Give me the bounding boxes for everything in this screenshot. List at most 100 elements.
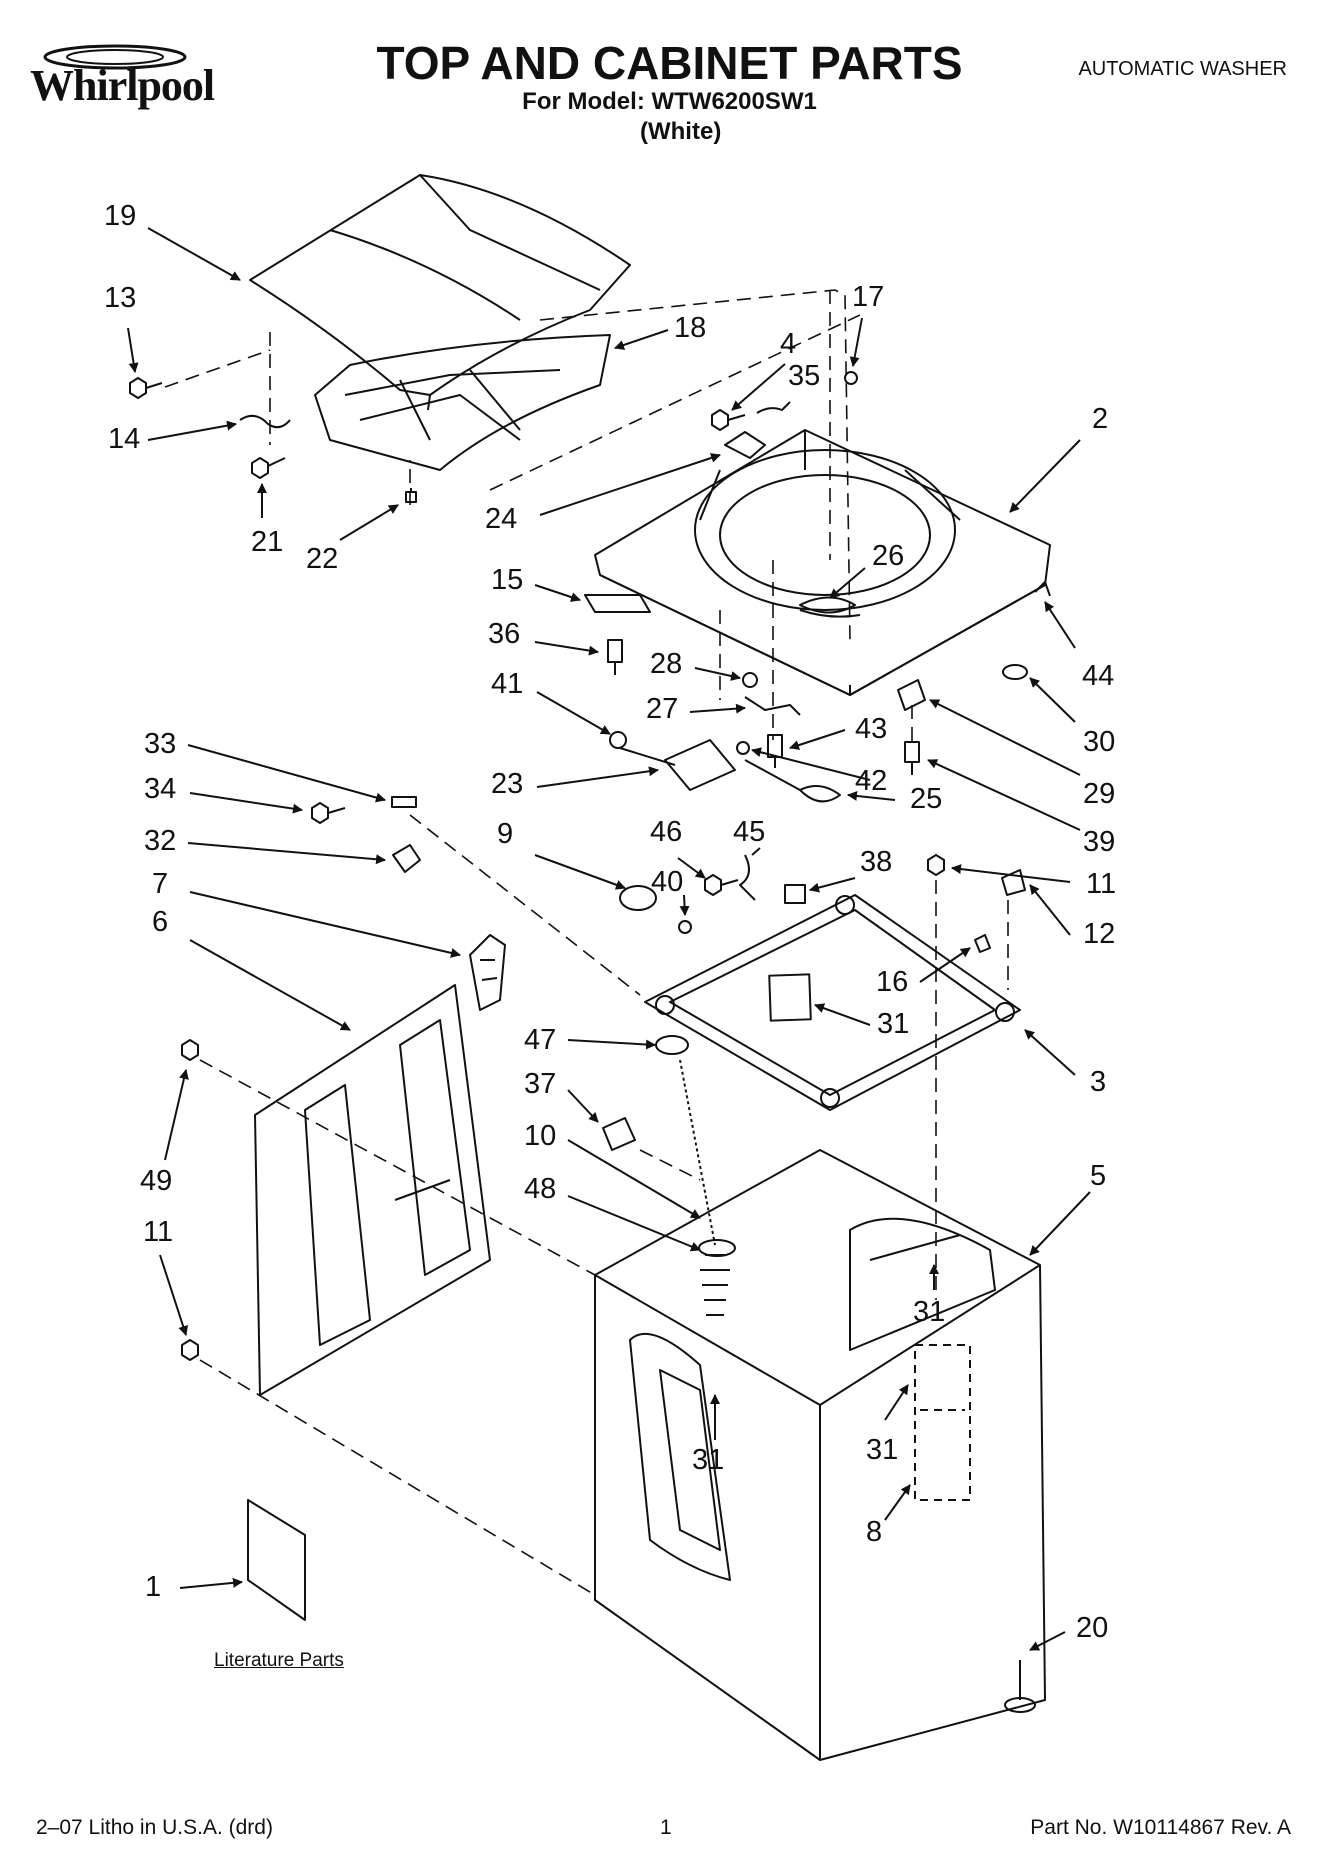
callout-18: 18: [674, 312, 707, 344]
callout-25: 25: [910, 783, 943, 815]
leader-39: [927, 759, 1081, 831]
hardware-22: [405, 488, 417, 503]
callout-43: 43: [855, 713, 888, 745]
lid-switch-15: [584, 594, 651, 613]
callout-48: 48: [524, 1173, 557, 1205]
leader-41: [536, 691, 611, 735]
hinge-bracket-7: [469, 934, 506, 1011]
callout-15: 15: [491, 564, 524, 596]
literature-part: [247, 1499, 306, 1621]
callout-14: 14: [108, 423, 141, 455]
callout-29: 29: [1083, 778, 1116, 810]
callout-9: 9: [497, 818, 514, 850]
leader-9: [534, 854, 626, 890]
hardware-17: [844, 371, 858, 385]
leader-11b: [159, 1254, 188, 1336]
clip-32: [392, 844, 421, 873]
leader-31d: [884, 1384, 909, 1421]
callout-45: 45: [733, 816, 766, 848]
bracket-24: [724, 431, 766, 459]
hardware-42: [736, 741, 750, 755]
callout-7: 7: [152, 868, 169, 900]
callout-3: 3: [1090, 1066, 1107, 1098]
callout-12: 12: [1083, 918, 1116, 950]
callout-4: 4: [780, 328, 797, 360]
leader-32: [187, 842, 386, 865]
callout-20: 20: [1076, 1612, 1109, 1644]
leader-13: [127, 327, 139, 373]
callout-1: 1: [145, 1571, 162, 1603]
callout-11-top: 11: [1086, 868, 1117, 900]
leader-3: [1024, 1029, 1076, 1076]
callout-16: 16: [876, 966, 909, 998]
suspension-bracket-23: [664, 739, 736, 791]
leader-12: [1029, 884, 1071, 936]
footer-part-number: Part No. W10114867 Rev. A: [1030, 1816, 1291, 1839]
literature-parts-label: Literature Parts: [214, 1650, 344, 1671]
leader-37: [567, 1089, 599, 1123]
leader-4: [731, 363, 786, 411]
leader-29: [929, 699, 1081, 776]
leveling-foot-20: [1004, 1660, 1036, 1713]
footer-print-info: 2–07 Litho in U.S.A. (drd): [36, 1816, 273, 1839]
leader-34: [189, 792, 303, 814]
leader-27: [689, 703, 746, 714]
hardware-4: [711, 409, 746, 431]
hardware-16: [974, 934, 991, 953]
leader-1: [179, 1577, 243, 1589]
hardware-35: [756, 401, 791, 414]
callout-36: 36: [488, 618, 521, 650]
callout-19: 19: [104, 200, 137, 232]
leader-44: [1044, 601, 1076, 649]
leader-25: [847, 790, 896, 801]
callout-28: 28: [650, 648, 683, 680]
hardware-41: [609, 731, 627, 749]
callout-5: 5: [1090, 1160, 1107, 1192]
rod-42: [744, 759, 801, 791]
callout-39: 39: [1083, 826, 1116, 858]
base-frame-part: [644, 894, 1021, 1111]
leader-45: [751, 847, 761, 856]
dispenser-cup-26: [799, 596, 856, 614]
leader-43: [789, 729, 846, 750]
bracket-29: [897, 679, 926, 711]
hardware-44: [1034, 581, 1051, 597]
leader-26: [829, 567, 866, 599]
rod-10: [679, 1059, 716, 1246]
hardware-14: [239, 414, 291, 429]
leader-2: [1009, 439, 1081, 513]
leader-5: [1029, 1191, 1091, 1256]
washer-47: [655, 1035, 689, 1055]
leader-19: [147, 227, 241, 281]
callout-34: 34: [144, 773, 177, 805]
leader-11a: [951, 864, 1071, 883]
top-cover-part: [594, 429, 1051, 696]
callout-31-cabinet-top: 31: [913, 1296, 946, 1328]
leader-48: [567, 1195, 701, 1252]
cabinet-part: [594, 1149, 1046, 1761]
leader-10: [567, 1139, 701, 1219]
callout-26: 26: [872, 540, 905, 572]
callout-17: 17: [852, 281, 885, 313]
spring-48: [700, 1254, 730, 1316]
hardware-21: [251, 457, 286, 479]
callout-21: 21: [251, 526, 284, 558]
callout-27: 27: [646, 693, 679, 725]
callout-47: 47: [524, 1024, 557, 1056]
label-33: [391, 796, 417, 808]
leader-8: [884, 1484, 911, 1521]
callout-31-cabinet-front: 31: [692, 1444, 725, 1476]
color-label: (White): [640, 118, 722, 145]
screw-34: [311, 802, 346, 824]
leader-36: [534, 641, 599, 656]
callout-31-base: 31: [877, 1008, 910, 1040]
leader-6: [189, 939, 351, 1031]
hardware-11-top: [927, 854, 945, 876]
leader-22: [339, 504, 399, 541]
callout-31-cabinet-side: 31: [866, 1434, 899, 1466]
callout-40: 40: [651, 866, 684, 898]
leader-17: [849, 317, 863, 367]
label-38: [784, 884, 806, 904]
callout-22: 22: [306, 543, 339, 575]
